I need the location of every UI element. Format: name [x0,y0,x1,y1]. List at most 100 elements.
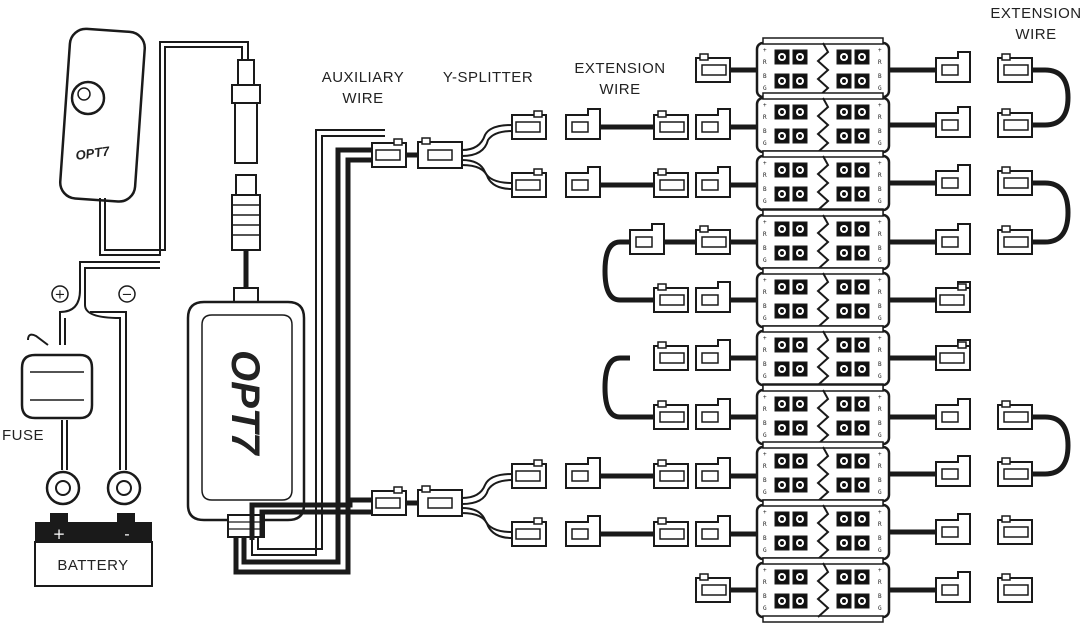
bar-plug-out-1 [935,106,971,138]
pin-label-left: G [763,373,767,380]
extension-end-6 [997,400,1033,430]
pin-label-left: R [763,463,767,470]
pin-label-right: B [878,303,882,310]
pin-label-left: B [763,128,767,135]
battery-minus-terminal: - [124,525,129,543]
pin-label-left: R [763,579,767,586]
extension-end-3 [997,225,1033,255]
pin-label-right: G [878,489,882,496]
loop-conn-c [653,341,689,371]
loop-conn-d [653,400,689,430]
pin-label-left: G [763,140,767,147]
pin-label-left: G [763,489,767,496]
loop-plug-d [695,398,731,430]
pin-label-left: G [763,547,767,554]
light-bar-5: +RBG+RBG [755,325,891,391]
extension-plug-in-1 [565,166,601,198]
pin-label-right: R [878,521,882,528]
pin-label-left: + [763,567,767,574]
pin-label-left: + [763,102,767,109]
pin-label-left: G [763,315,767,322]
pin-label-left: B [763,477,767,484]
loop-plug-c [695,339,731,371]
loop-conn-b [653,283,689,313]
extension-wire-top-label-1: EXTENSION [990,5,1081,22]
pin-label-left: R [763,521,767,528]
extension-loop-left-1 [602,239,654,303]
extension-plug-in-0 [565,108,601,140]
bar-end-connector-1 [695,573,731,603]
pin-label-left: R [763,59,767,66]
pin-label-left: + [763,219,767,226]
bar-plug-out-0 [935,51,971,83]
loop-conn-a [695,225,731,255]
bar-plug-out-2 [935,164,971,196]
extension-wire-top-label-2: WIRE [1015,26,1056,43]
pin-label-right: R [878,289,882,296]
remote-brand-logo: OPT7 [75,143,111,163]
extension-loop-left-2 [602,355,654,420]
pin-label-right: G [878,140,882,147]
extension-end-2 [997,166,1033,196]
extension-wire-label-1: EXTENSION [574,60,665,77]
extension-plug-out-0 [653,110,689,140]
extension-end-9 [997,573,1033,603]
extension-wire-label-2: WIRE [599,81,640,98]
pin-label-left: + [763,394,767,401]
extension-end-7 [997,457,1033,487]
light-bar-8: +RBG+RBG [755,499,891,565]
extension-end-1 [997,108,1033,138]
pin-label-left: B [763,73,767,80]
extension-plug-in-3 [565,515,601,547]
loop-plug-b [695,281,731,313]
pin-label-right: G [878,257,882,264]
pin-label-right: + [878,277,882,284]
bar-plug-in-2 [695,457,731,489]
battery-label: BATTERY [57,557,128,574]
svg-text:−: − [122,288,133,303]
bar-plug-out-3 [935,223,971,255]
pin-label-right: B [878,128,882,135]
bar-end-connector-0 [695,53,731,83]
pin-label-left: + [763,160,767,167]
pin-label-right: + [878,102,882,109]
pin-label-right: B [878,477,882,484]
pin-label-right: + [878,219,882,226]
extension-end-8 [997,515,1033,545]
pin-label-left: G [763,432,767,439]
pin-label-right: B [878,361,882,368]
auxiliary-wire-label-1: AUXILIARY [322,69,405,86]
pin-label-left: G [763,605,767,612]
pin-label-right: B [878,73,882,80]
extension-end-0 [997,53,1033,83]
controller-plug [231,174,261,251]
pin-label-left: R [763,114,767,121]
ysplitter-label: Y-SPLITTER [443,69,533,86]
loop-plug-a [629,223,665,255]
pin-label-right: G [878,432,882,439]
pin-label-right: G [878,198,882,205]
extension-plug-out-2 [653,459,689,489]
light-bar-6: +RBG+RBG [755,384,891,450]
pin-label-left: R [763,289,767,296]
light-bar-2: +RBG+RBG [755,150,891,216]
bar-plug-in-1 [695,166,731,198]
pin-label-left: + [763,509,767,516]
extension-loop-right-2 [1032,180,1071,245]
splitter-bottom-out-1 [511,459,547,489]
bar-out-conn-300 [935,283,971,313]
fuse-holder [20,333,94,420]
pin-label-right: + [878,567,882,574]
light-chain: +RBG+RBG+RBG+RBG+RBG+RBG+RBG+RBG+RBG+RBG… [371,37,1071,623]
pin-label-right: R [878,59,882,66]
light-bar-1: +RBG+RBG [755,92,891,158]
pin-label-left: R [763,172,767,179]
pin-label-right: B [878,186,882,193]
fuse-label: FUSE [2,427,44,444]
pin-label-left: R [763,406,767,413]
splitter-bottom-out-2 [511,517,547,547]
pin-label-left: B [763,186,767,193]
battery-plus-terminal: + [53,525,66,543]
controller-box: OPT7 [186,300,306,538]
